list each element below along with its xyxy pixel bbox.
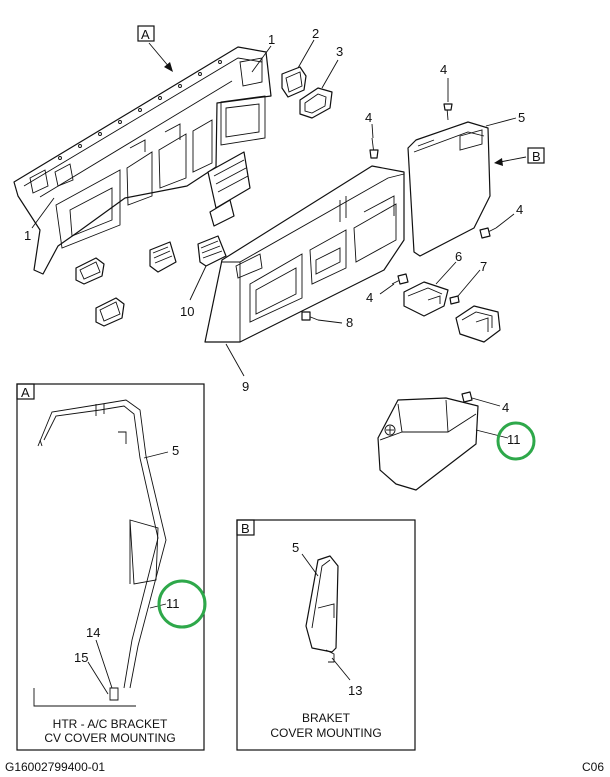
view-b-arrowhead [494, 158, 503, 166]
leader-9 [225, 343, 245, 377]
leader-10 [189, 265, 207, 301]
leader-1-left [31, 197, 55, 229]
view-b-arrow-line [499, 156, 527, 163]
callout-8: 8 [346, 315, 353, 330]
leader-a-15 [87, 661, 109, 695]
vent-part-10 [197, 235, 227, 267]
screw-part-4-right [479, 227, 497, 239]
bracket-part-11 [377, 397, 479, 491]
vent-loose-b [95, 297, 125, 327]
leader-4-lower [379, 283, 395, 295]
vent-part-2 [281, 66, 307, 98]
view-a-label: A [141, 27, 150, 42]
callout-1-top: 1 [268, 32, 275, 47]
detail-a-label-box [16, 383, 35, 400]
screw-part-4-top [443, 103, 453, 121]
leader-7 [457, 269, 481, 297]
view-b-label: B [532, 149, 541, 164]
callout-2: 2 [312, 26, 319, 41]
leader-a-14 [95, 639, 113, 689]
footer-part-number: G16002799400-01 [5, 760, 105, 774]
callout-4-lower: 4 [366, 290, 373, 305]
callout-4-bracket: 4 [502, 400, 509, 415]
detail-a-caption-line1: HTR - A/C BRACKET [53, 717, 168, 731]
callout-7: 7 [480, 259, 487, 274]
detail-b-bracket-outline [305, 555, 339, 663]
clip-bracket [455, 305, 501, 343]
leader-8 [317, 319, 343, 324]
leader-b-13 [331, 657, 351, 681]
callout-11-main: 11 [507, 432, 521, 447]
center-cover-part-9 [204, 165, 405, 343]
callout-a-11: 11 [166, 596, 180, 611]
view-b-label-box [527, 147, 545, 164]
screw-part-4-lower [391, 273, 409, 285]
detail-b-label: B [241, 521, 250, 536]
callout-3: 3 [336, 44, 343, 59]
detail-a-label: A [21, 385, 30, 400]
callout-a-15: 15 [74, 650, 88, 665]
callout-1-left: 1 [24, 228, 31, 243]
callout-10: 10 [180, 304, 194, 319]
callout-4-right: 4 [516, 202, 523, 217]
view-a-label-box [137, 25, 155, 42]
leader-4-bracket [471, 397, 501, 407]
leader-b-5 [301, 553, 319, 577]
callout-4-mid: 4 [365, 110, 372, 125]
screw-part-4-bracket [461, 391, 473, 403]
leader-6 [435, 261, 457, 285]
leader-11-main [475, 429, 509, 439]
leader-4-mid [371, 123, 374, 139]
screw-part-8 [301, 311, 319, 321]
detail-b-caption-line1: BRAKET [302, 711, 351, 725]
view-a-arrow-line [148, 42, 171, 69]
callout-b-13: 13 [348, 683, 362, 698]
detail-b-frame [236, 519, 416, 751]
highlight-circle-11-main [496, 421, 536, 461]
callout-a-5: 5 [172, 443, 179, 458]
vent-part-3 [299, 87, 333, 119]
callout-a-14: 14 [86, 625, 100, 640]
callout-4-top: 4 [440, 62, 447, 77]
callout-b-5: 5 [292, 540, 299, 555]
detail-a-caption-line2: CV COVER MOUNTING [44, 731, 175, 745]
leader-5 [485, 117, 517, 127]
footer-sheet-code: C06 [582, 760, 604, 774]
detail-b-label-box [236, 519, 255, 536]
callout-6: 6 [455, 249, 462, 264]
bracket-part-6 [403, 281, 449, 317]
callout-9: 9 [242, 379, 249, 394]
duct-housing-part-1 [13, 46, 272, 275]
detail-a-cover-outline [33, 399, 167, 707]
leader-a-5 [143, 451, 169, 459]
leader-4-right [495, 213, 515, 229]
detail-b-caption-line2: COVER MOUNTING [270, 726, 381, 740]
leader-2 [297, 39, 315, 69]
callout-5: 5 [518, 110, 525, 125]
side-cover-part-5 [407, 121, 491, 257]
vent-loose-a [75, 257, 105, 285]
detail-a-frame [16, 383, 205, 751]
view-a-arrowhead [164, 62, 173, 72]
vent-loose-c [149, 241, 177, 273]
screw-part-7 [449, 295, 460, 305]
leader-3 [321, 59, 339, 89]
leader-1-top [251, 45, 272, 73]
screw-part-4-mid [369, 137, 379, 159]
highlight-circle-11-detail [157, 579, 207, 629]
